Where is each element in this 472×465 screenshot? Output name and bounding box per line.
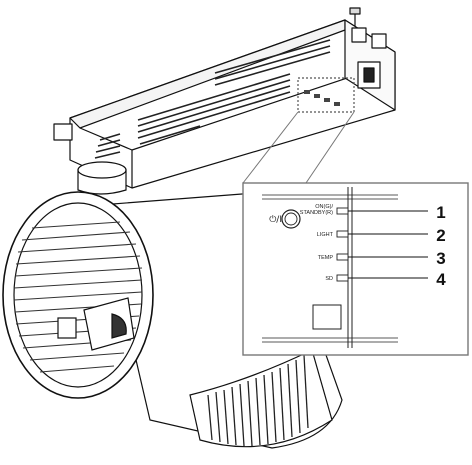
indicator-led-3 bbox=[336, 253, 349, 261]
indicator-label-on-standby: ON(G)/ bbox=[315, 204, 333, 210]
indicator-label-temp: TEMP bbox=[318, 255, 334, 261]
indicator-led-2 bbox=[336, 230, 349, 238]
indicator-number-3: 3 bbox=[436, 249, 445, 268]
callout-pointer bbox=[242, 111, 355, 184]
indicator-callout-panel: ⏻/I ON(G)/ STANDBY(R) 1 LIGHT 2 TEMP 3 S… bbox=[242, 182, 469, 356]
indicator-number-2: 2 bbox=[436, 226, 445, 245]
indicator-label-on-standby-2: STANDBY(R) bbox=[300, 210, 333, 216]
indicator-label-light: LIGHT bbox=[317, 232, 334, 238]
power-symbol-label: ⏻/I bbox=[269, 214, 282, 225]
indicator-number-1: 1 bbox=[436, 203, 445, 222]
indicator-number-4: 4 bbox=[436, 270, 446, 289]
indicator-label-sd: SD bbox=[325, 276, 333, 282]
track-adapter-housing bbox=[53, 7, 396, 189]
sd-card-slot bbox=[312, 304, 342, 330]
projector-neck bbox=[77, 161, 127, 195]
indicator-led-4 bbox=[336, 274, 349, 282]
indicator-led-1 bbox=[336, 207, 349, 215]
